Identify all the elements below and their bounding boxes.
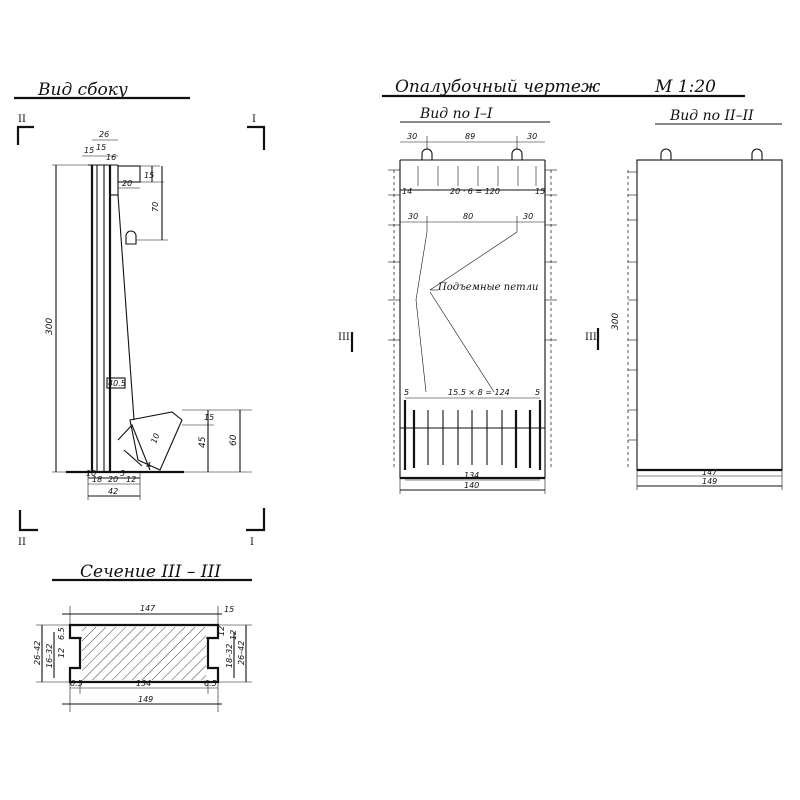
svg-text:20: 20 [108, 475, 118, 484]
svg-text:89: 89 [465, 132, 475, 141]
svg-text:18: 18 [92, 475, 102, 484]
view-1-title: Вид по I–I [419, 106, 493, 122]
svg-text:300: 300 [45, 318, 55, 335]
svg-text:26: 26 [99, 130, 109, 139]
svg-text:III: III [585, 332, 597, 343]
svg-text:45: 45 [198, 436, 208, 448]
svg-text:140: 140 [464, 481, 479, 490]
svg-text:15: 15 [84, 146, 94, 155]
svg-text:30: 30 [527, 132, 537, 141]
svg-text:30: 30 [408, 212, 418, 221]
svg-text:12: 12 [126, 475, 136, 484]
svg-text:15.5 × 8 = 124: 15.5 × 8 = 124 [448, 388, 510, 397]
svg-text:80: 80 [463, 212, 473, 221]
section-marker-III-mid: III [338, 332, 354, 352]
section-marker-II-top: II [16, 114, 34, 145]
svg-text:12: 12 [57, 648, 66, 658]
svg-text:4: 4 [146, 461, 151, 470]
svg-text:16: 16 [106, 153, 116, 162]
svg-text:I: I [252, 114, 256, 125]
svg-text:26–42: 26–42 [33, 641, 42, 665]
svg-text:II: II [18, 114, 26, 125]
svg-text:20 · 6 = 120: 20 · 6 = 120 [450, 187, 500, 196]
svg-text:10: 10 [86, 469, 96, 478]
svg-text:149: 149 [702, 477, 717, 486]
section-marker-II-bottom: II [18, 510, 38, 548]
svg-text:5: 5 [120, 469, 125, 478]
side-view-title: Вид сбоку [37, 80, 128, 100]
svg-text:18–32: 18–32 [225, 644, 234, 668]
side-view-drawing: 40.5 300 26 15 15 16 20 15 70 [45, 130, 252, 500]
view-2-title: Вид по II–II [669, 108, 754, 124]
svg-text:12: 12 [229, 630, 238, 640]
section-marker-III-right: III [585, 328, 600, 350]
svg-text:6.5: 6.5 [204, 679, 217, 688]
svg-text:6.5: 6.5 [70, 679, 83, 688]
svg-text:70: 70 [151, 202, 160, 212]
svg-text:12: 12 [217, 626, 226, 636]
svg-text:16–32: 16–32 [45, 644, 54, 668]
svg-text:15: 15 [96, 143, 106, 152]
svg-text:6.5: 6.5 [57, 627, 66, 640]
svg-text:I: I [250, 537, 254, 548]
svg-text:5: 5 [535, 388, 540, 397]
svg-text:134: 134 [136, 679, 151, 688]
svg-text:5: 5 [404, 388, 409, 397]
section-marker-I-top: I [247, 114, 266, 150]
svg-text:30: 30 [407, 132, 417, 141]
svg-text:134: 134 [464, 471, 479, 480]
svg-text:147: 147 [702, 468, 718, 477]
svg-text:II: II [18, 537, 26, 548]
view-1-drawing: 30 89 30 20 · 6 = 120 14 15 30 80 30 Под… [388, 132, 557, 494]
svg-text:15: 15 [204, 413, 214, 422]
svg-text:15: 15 [144, 171, 154, 180]
svg-text:15: 15 [535, 187, 545, 196]
svg-text:60: 60 [229, 434, 239, 446]
svg-text:10: 10 [149, 432, 161, 445]
section-marker-I-bottom: I [246, 508, 266, 548]
scale-label: М 1:20 [654, 77, 716, 97]
svg-text:40.5: 40.5 [108, 379, 126, 388]
lifting-loops-label: Подъемные петли [437, 282, 538, 293]
svg-text:42: 42 [108, 487, 118, 496]
svg-text:147: 147 [140, 604, 156, 613]
svg-text:15: 15 [224, 605, 234, 614]
section-title: Сечение III – III [80, 562, 221, 582]
formwork-title: Опалубочный чертеж [395, 77, 601, 97]
section-drawing: 147 15 26–42 16–32 6.5 12 18–32 26–42 12… [33, 604, 252, 712]
svg-text:30: 30 [523, 212, 533, 221]
svg-text:26–42: 26–42 [237, 641, 246, 665]
svg-text:149: 149 [138, 695, 153, 704]
svg-text:14: 14 [402, 187, 412, 196]
svg-text:300: 300 [611, 313, 621, 330]
view-2-drawing: 300 147 149 [611, 148, 783, 490]
svg-text:20: 20 [122, 179, 132, 188]
svg-text:III: III [338, 332, 350, 343]
